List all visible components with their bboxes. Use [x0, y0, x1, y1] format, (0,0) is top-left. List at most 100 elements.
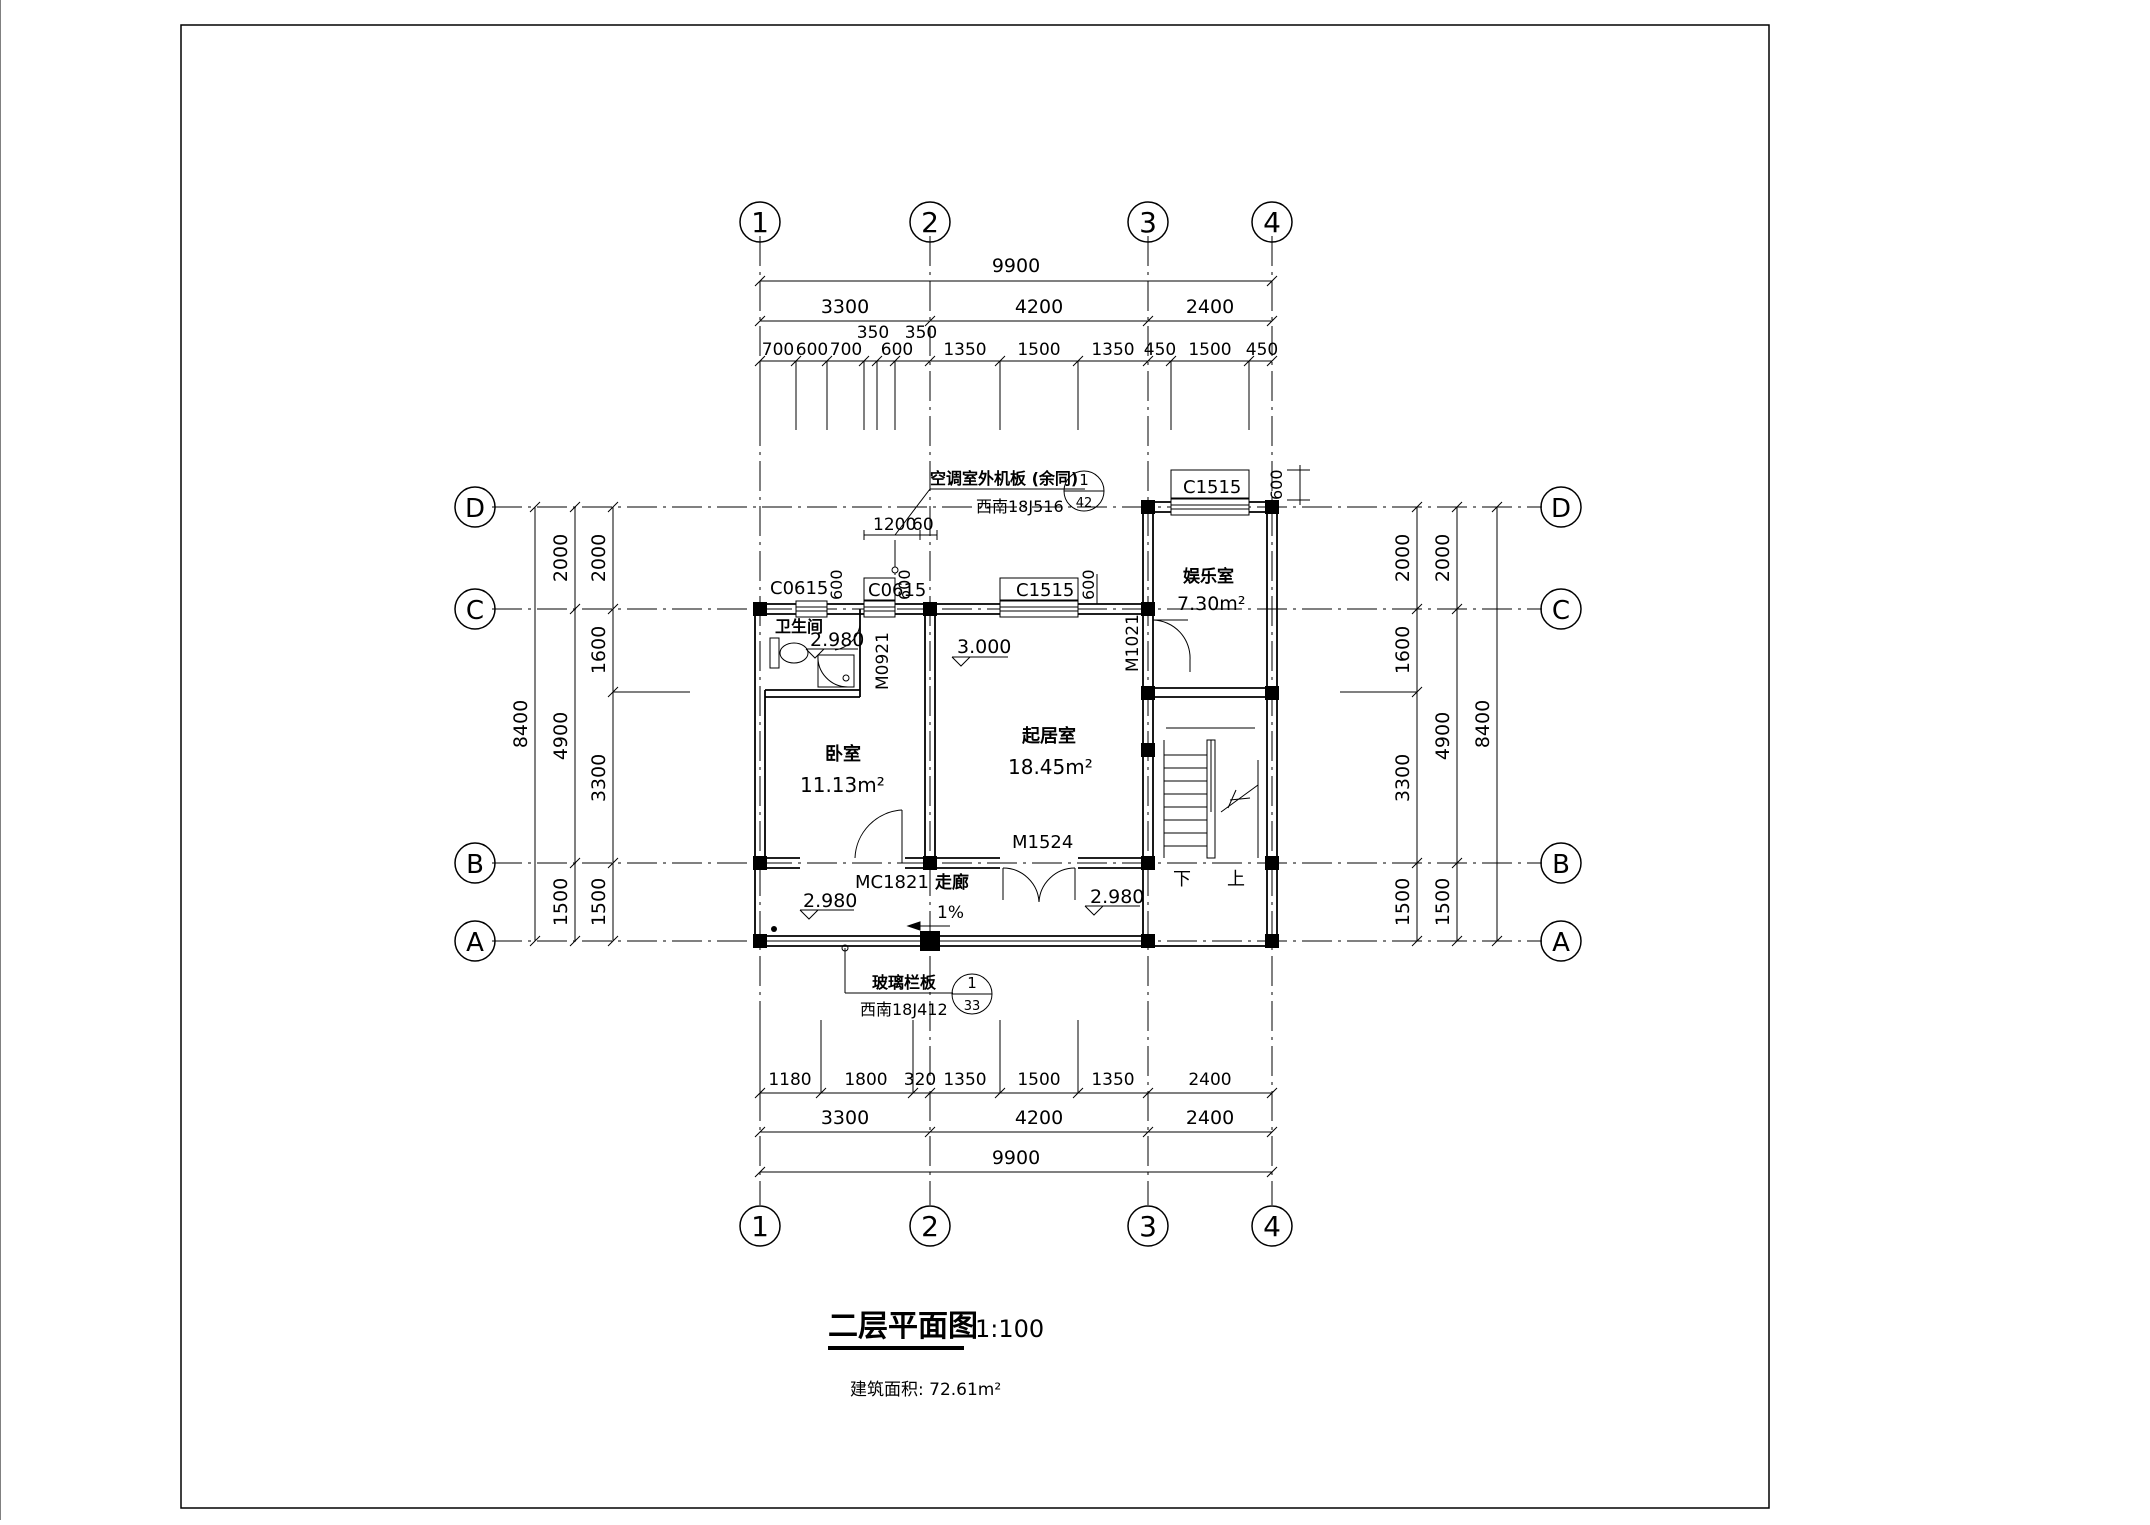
grid-bubble-B-left: B: [454, 842, 496, 884]
stair-up: 上: [1227, 869, 1245, 890]
window-c0615-b: [863, 600, 896, 618]
grid-bubble-D-left: D: [454, 486, 496, 528]
top-dim-detail-5: 350: [905, 323, 937, 343]
grid-bubble-A-left: A: [454, 920, 496, 962]
slope-label: 1%: [937, 903, 964, 923]
bottom-dim-bay-2: 4200: [1015, 1107, 1063, 1129]
grid-bubble-4-bottom: 4: [1251, 1205, 1293, 1247]
level-bath: 2.980: [810, 629, 864, 651]
level-corridor-right: 2.980: [1090, 886, 1144, 908]
right-dimension-lines: [1340, 501, 1503, 947]
svg-text:C: C: [466, 596, 484, 626]
top-dimension-lines: [754, 275, 1278, 430]
top-dim-bay-2: 4200: [1015, 296, 1063, 318]
svg-text:4: 4: [1263, 206, 1281, 239]
building-area-note: 建筑面积: 72.61m²: [850, 1380, 1001, 1400]
room-living-area: 18.45m²: [1008, 755, 1093, 779]
grid-bubble-2-bottom: 2: [909, 1205, 951, 1247]
ac-board-gap: 60: [912, 515, 934, 535]
label-m1021: M1021: [1123, 614, 1143, 672]
columns: [753, 500, 1279, 951]
bottom-dim-detail-4: 1350: [943, 1070, 986, 1090]
bottom-dim-detail-3: 320: [904, 1070, 936, 1090]
svg-text:D: D: [465, 494, 485, 524]
svg-text:2: 2: [921, 206, 939, 239]
left-dim-detail-3: 3300: [588, 754, 610, 802]
stair-down: 下: [1173, 869, 1191, 890]
bottom-dim-detail-7: 2400: [1188, 1070, 1231, 1090]
level-mark-corridor-right: [1084, 905, 1140, 916]
level-corridor-left: 2.980: [803, 890, 857, 912]
svg-text:B: B: [466, 850, 484, 880]
slope-arrow-icon: [906, 921, 950, 931]
callout-glass-railing-text: 玻璃栏板: [872, 973, 937, 992]
callout-ac-board: [894, 470, 1105, 536]
top-dim-detail-2: 600: [796, 340, 828, 360]
top-dim-detail-6: 600: [881, 340, 913, 360]
level-mark-bath: [805, 648, 858, 659]
svg-text:1: 1: [751, 206, 769, 239]
grid-bubble-4-top: 4: [1251, 201, 1293, 243]
top-dim-bay-3: 2400: [1186, 296, 1234, 318]
ac-board-width: 1200: [873, 515, 916, 535]
drawing-title: 二层平面图: [828, 1309, 978, 1344]
left-dim-detail-2: 1600: [588, 626, 610, 674]
callout-ac-board-sheet: 42: [1076, 496, 1093, 511]
window-height-c0615-a: 600: [827, 569, 846, 600]
callout-glass-railing-ref: 西南18J412: [860, 1000, 948, 1019]
room-corridor-name: 走廊: [935, 872, 969, 893]
window-c0615-a: [795, 600, 828, 618]
grid-lines: [492, 236, 1542, 1205]
callout-glass-railing-sheet: 33: [964, 999, 981, 1014]
top-dim-detail-3: 700: [830, 340, 862, 360]
grid-bubble-C-left: C: [454, 588, 496, 630]
bottom-dim-bay-3: 2400: [1186, 1107, 1234, 1129]
svg-text:A: A: [1552, 928, 1570, 958]
callout-ac-board-ref: 西南18J516: [976, 497, 1064, 516]
bottom-dim-detail-5: 1500: [1017, 1070, 1060, 1090]
right-dim-mid-3: 1500: [1432, 878, 1454, 926]
right-dim-detail-4: 1500: [1392, 878, 1414, 926]
bottom-dim-detail-1: 1180: [768, 1070, 811, 1090]
bottom-dim-detail-2: 1800: [844, 1070, 887, 1090]
grid-bubble-D-right: D: [1540, 486, 1582, 528]
left-dim-detail-1: 2000: [588, 534, 610, 582]
room-recreation-name: 娱乐室: [1183, 566, 1234, 587]
window-height-ticks: [1096, 465, 1310, 604]
label-mc1821: MC1821: [855, 872, 929, 893]
door-mc1821: [854, 809, 903, 863]
toilet-icon: [769, 637, 809, 669]
right-dim-mid-2: 4900: [1432, 712, 1454, 760]
bottom-dim-bay-1: 3300: [821, 1107, 869, 1129]
room-recreation-area: 7.30m²: [1177, 593, 1245, 615]
grid-bubble-1-bottom: 1: [739, 1205, 781, 1247]
staircase: [1163, 727, 1259, 859]
label-m0921: M0921: [873, 632, 893, 690]
callout-ac-board-num: 1: [1079, 471, 1089, 489]
top-dim-total: 9900: [992, 255, 1040, 277]
top-dim-detail-9: 1350: [1091, 340, 1134, 360]
svg-text:3: 3: [1139, 1210, 1157, 1243]
grid-bubble-3-top: 3: [1127, 201, 1169, 243]
level-mark-corridor-left: [799, 909, 854, 920]
window-height-c1515-a: 600: [1079, 569, 1098, 600]
c1515-a-box: [999, 577, 1079, 601]
top-dim-detail-11: 1500: [1188, 340, 1231, 360]
svg-text:2: 2: [921, 1210, 939, 1243]
right-dim-mid-1: 2000: [1432, 534, 1454, 582]
svg-text:D: D: [1551, 494, 1571, 524]
room-bathroom-name: 卫生间: [775, 617, 823, 636]
grid-bubble-B-right: B: [1540, 842, 1582, 884]
room-bedroom-area: 11.13m²: [800, 773, 885, 797]
top-dim-bay-1: 3300: [821, 296, 869, 318]
grid-bubble-A-right: A: [1540, 920, 1582, 962]
right-dim-detail-1: 2000: [1392, 534, 1414, 582]
label-m1524: M1524: [1012, 832, 1073, 853]
bottom-dim-total: 9900: [992, 1147, 1040, 1169]
window-c1515-b: [1170, 469, 1250, 516]
top-dim-detail-7: 1350: [943, 340, 986, 360]
left-dim-mid-2: 4900: [550, 712, 572, 760]
door-m1021: [1152, 619, 1191, 672]
level-mark-living: [951, 656, 1008, 667]
